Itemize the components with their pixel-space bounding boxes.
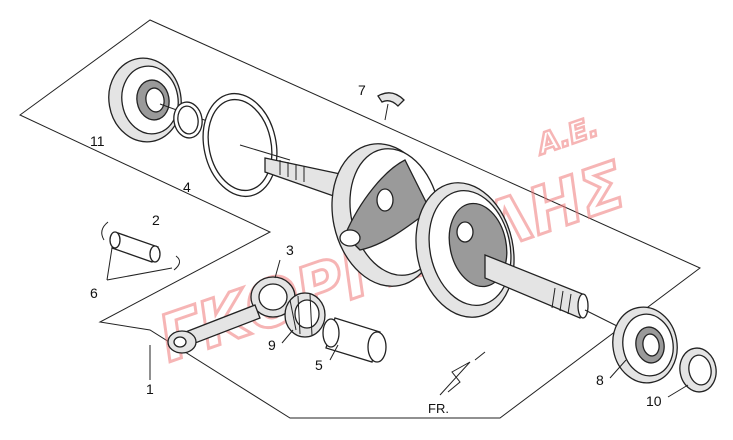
callout-4: 4 [183,179,191,195]
part-6-clips [101,221,180,281]
part-2-piston-pin [109,231,161,263]
part-5-crank-pin [322,317,387,363]
part-11-bearing [108,57,211,143]
watermark-suffix: Α.Ε. [531,110,602,162]
callout-7: 7 [358,82,366,98]
callout-1: 1 [146,381,154,397]
callout-10: 10 [646,393,662,409]
part-3-connecting-rod [167,259,296,354]
direction-label: FR. [428,401,449,416]
part-8-bearing [609,306,678,384]
front-direction-arrow [439,351,486,396]
o-ring [173,101,203,139]
callout-9: 9 [268,337,276,353]
part-7-woodruff-key [377,92,405,121]
assembly-outline [19,19,701,419]
crankshaft-left-flywheel [331,143,441,287]
callout-2: 2 [152,212,160,228]
part-4-gasket [202,92,291,198]
callout-3: 3 [286,242,294,258]
callout-11: 11 [90,133,105,149]
part-10-oil-seal [667,347,717,398]
callout-6: 6 [90,285,98,301]
part-9-needle-bearing [281,292,326,344]
callout-5: 5 [315,357,323,373]
crankshaft-right-shaft [484,254,626,331]
callout-8: 8 [596,372,604,388]
